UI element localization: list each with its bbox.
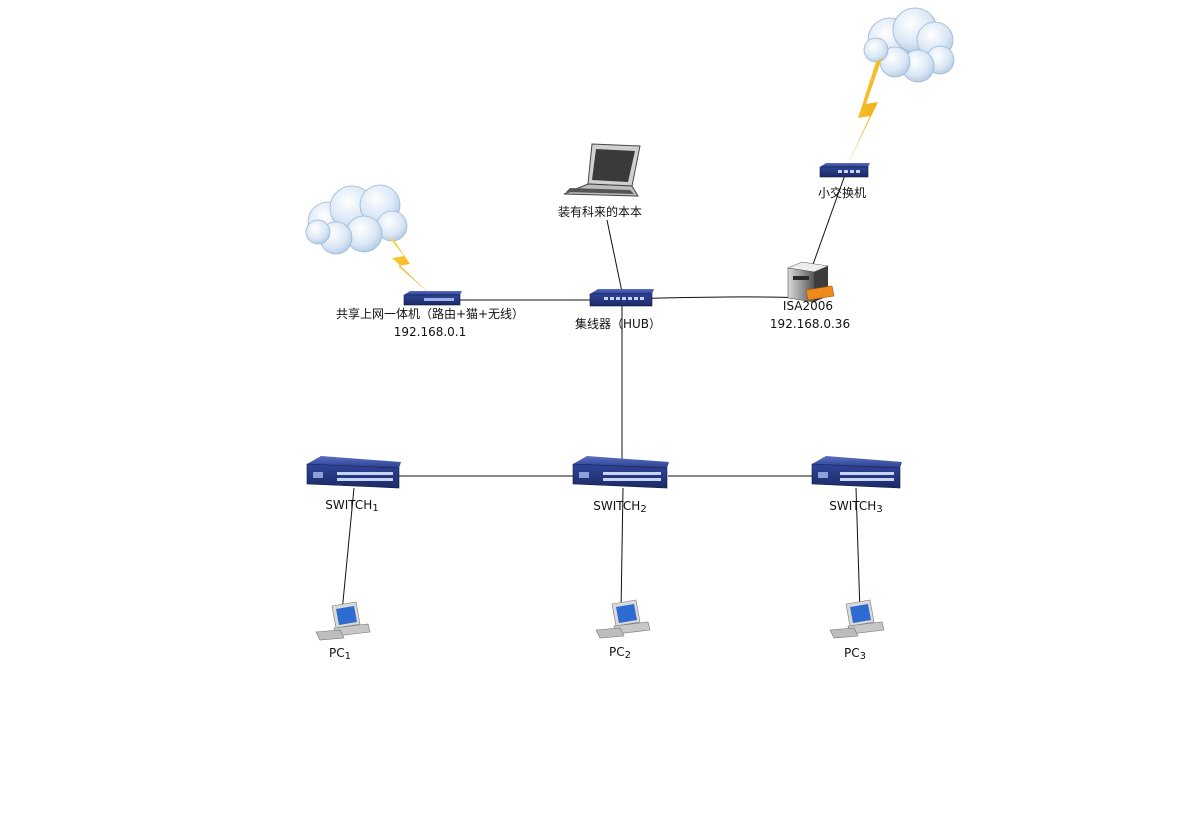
pc3-label-main: PC	[844, 646, 860, 660]
cloud-icon	[863, 7, 955, 83]
pc1-label: PC1	[329, 646, 351, 662]
pc-icon	[829, 599, 885, 639]
small-switch-icon	[819, 163, 870, 178]
lightning-icon	[388, 236, 430, 294]
pc2-label-sub: 2	[625, 650, 631, 661]
lightning-icon	[846, 58, 882, 168]
switch3-label: SWITCH3	[829, 499, 882, 515]
link-switch3-pc3	[855, 487, 861, 613]
router-icon	[403, 291, 462, 306]
labels: 装有科来的本本 小交换机 共享上网一体机（路由+猫+无线） 192.168.0.…	[325, 185, 882, 662]
small-switch-label: 小交换机	[818, 185, 866, 200]
router-ip: 192.168.0.1	[394, 325, 467, 339]
link-switch2-pc2	[620, 487, 624, 613]
switch3-label-sub: 3	[876, 504, 882, 515]
hub-icon	[589, 289, 654, 307]
pc-icon	[595, 599, 651, 639]
switch3-label-main: SWITCH	[829, 499, 876, 513]
link-isa-smallswitch	[810, 171, 847, 271]
isa-ip: 192.168.0.36	[770, 317, 850, 331]
laptop-label: 装有科来的本本	[558, 204, 642, 219]
laptop-icon	[563, 143, 641, 197]
switch1-label-main: SWITCH	[325, 498, 372, 512]
cloud-icon	[305, 184, 408, 255]
router-label: 共享上网一体机（路由+猫+无线）	[336, 306, 524, 321]
link-laptop-hub	[606, 219, 623, 293]
pc1-label-sub: 1	[345, 651, 351, 662]
pc-icon	[315, 601, 371, 641]
connections	[341, 171, 861, 613]
switch2-label-main: SWITCH	[593, 499, 640, 513]
switch2-label-sub: 2	[640, 504, 646, 515]
switch1-label-sub: 1	[372, 503, 378, 514]
link-switch1-pc1	[341, 487, 355, 613]
switch-icon	[306, 456, 401, 489]
pc2-label: PC2	[609, 645, 631, 661]
pc1-label-main: PC	[329, 646, 345, 660]
switch2-label: SWITCH2	[593, 499, 646, 515]
server-icon	[786, 261, 835, 303]
pc3-label: PC3	[844, 646, 866, 662]
pc3-label-sub: 3	[860, 651, 866, 662]
hub-label: 集线器（HUB）	[575, 316, 661, 331]
switch-icon	[572, 456, 669, 489]
pc2-label-main: PC	[609, 645, 625, 659]
switch1-label: SWITCH1	[325, 498, 378, 514]
isa-label: ISA2006	[783, 299, 833, 313]
switch-icon	[811, 456, 902, 489]
